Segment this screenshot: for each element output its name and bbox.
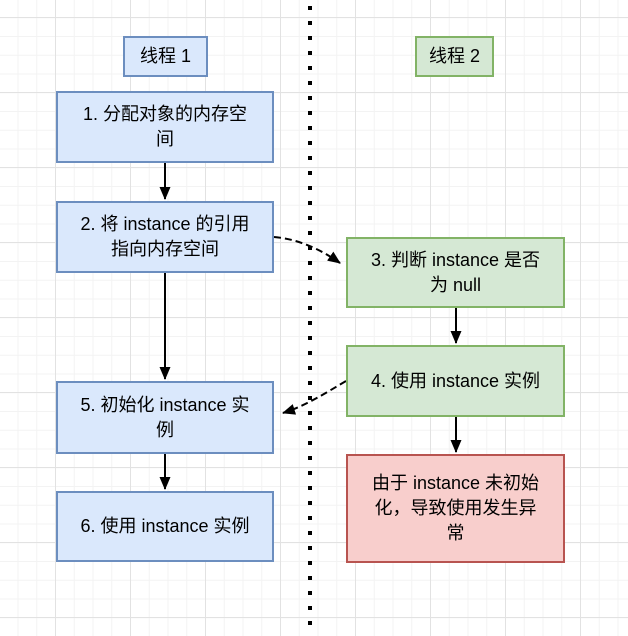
node-step1-text: 1. 分配对象的内存空 间 bbox=[82, 104, 247, 149]
node-step2-point-reference[interactable]: 2. 将 instance 的引用 指向内存空间 bbox=[56, 201, 274, 273]
node-step1-allocate-memory[interactable]: 1. 分配对象的内存空 间 bbox=[56, 91, 274, 163]
dashed-arrow-step4-to-step5 bbox=[282, 380, 347, 415]
thread-divider-dotted-line bbox=[308, 6, 312, 632]
thread2-label-text: 线程 2 bbox=[428, 46, 480, 66]
node-step5-text: 5. 初始化 instance 实 例 bbox=[80, 394, 250, 440]
node-step6-use-instance[interactable]: 6. 使用 instance 实例 bbox=[56, 491, 274, 562]
node-step4-use-instance[interactable]: 4. 使用 instance 实例 bbox=[346, 345, 565, 417]
node-step5-init-instance[interactable]: 5. 初始化 instance 实 例 bbox=[56, 381, 274, 454]
dashed-arrow-step2-to-step3 bbox=[273, 236, 341, 264]
node-error-uninitialized-exception[interactable]: 由于 instance 未初始 化，导致使用发生异 常 bbox=[346, 454, 565, 563]
node-step3-check-null[interactable]: 3. 判断 instance 是否 为 null bbox=[346, 237, 565, 308]
thread2-label-node[interactable]: 线程 2 bbox=[415, 36, 494, 77]
node-step6-text: 6. 使用 instance 实例 bbox=[80, 516, 250, 536]
thread1-label-node[interactable]: 线程 1 bbox=[123, 36, 208, 77]
node-error-text: 由于 instance 未初始 化，导致使用发生异 常 bbox=[371, 473, 540, 543]
thread1-label-text: 线程 1 bbox=[139, 46, 191, 66]
node-step4-text: 4. 使用 instance 实例 bbox=[370, 370, 541, 391]
node-step2-text: 2. 将 instance 的引用 指向内存空间 bbox=[80, 214, 250, 259]
node-step3-text: 3. 判断 instance 是否 为 null bbox=[370, 249, 541, 295]
